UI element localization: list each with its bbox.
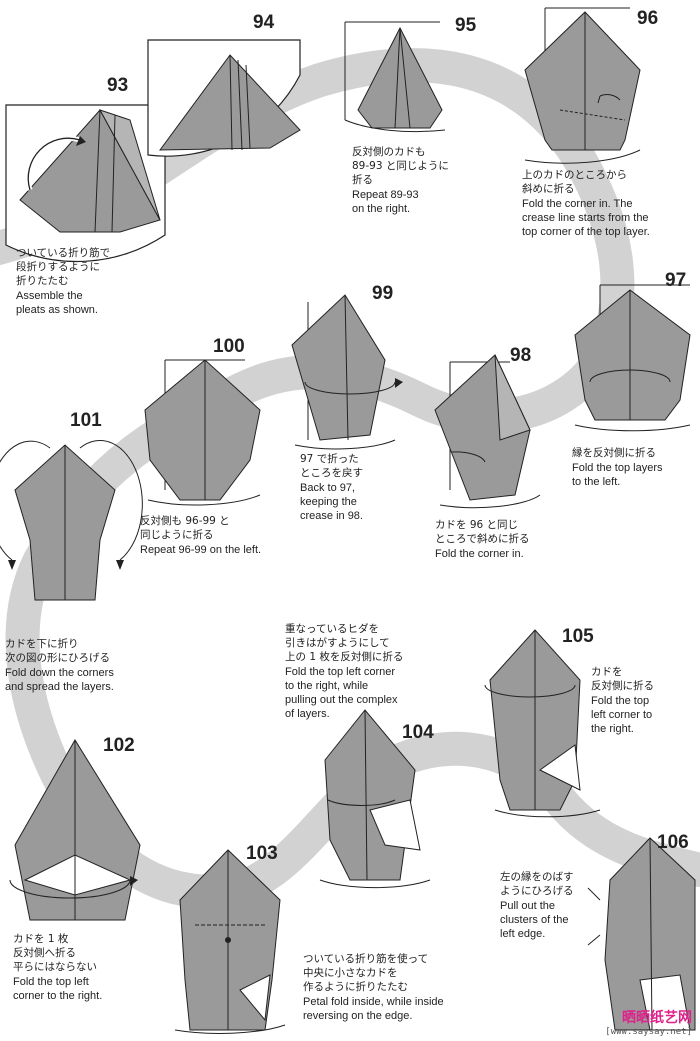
caption-jp: 上のカドのところから 斜めに折る xyxy=(522,168,650,196)
caption-step-103: ついている折り筋を使って 中央に小さなカドを 作るように折りたたむ Petal … xyxy=(303,952,444,1023)
caption-jp: 縁を反対側に折る xyxy=(572,446,663,460)
caption-en: Fold the top left corner to the right. xyxy=(591,694,654,736)
figure-step-102 xyxy=(10,740,140,920)
figure-step-105 xyxy=(485,630,600,817)
watermark-url: [www.saysay.net] xyxy=(605,1027,692,1037)
step-number-105: 105 xyxy=(562,626,594,648)
figure-step-96 xyxy=(525,8,640,163)
caption-en: Fold the top layers to the left. xyxy=(572,461,663,489)
step-number-102: 102 xyxy=(103,735,135,757)
caption-jp: 反対側のカドも 89-93 と同じように 折る xyxy=(352,145,449,187)
caption-step-102: カドを 1 枚 反対側へ折る 平らにはならない Fold the top lef… xyxy=(13,932,102,1003)
figure-step-97 xyxy=(575,285,690,431)
step-number-93: 93 xyxy=(107,75,128,97)
step-number-99: 99 xyxy=(372,283,393,305)
step-number-98: 98 xyxy=(510,345,531,367)
caption-en: Assemble the pleats as shown. xyxy=(16,289,110,317)
step-number-104: 104 xyxy=(402,722,434,744)
caption-jp: カドを 反対側に折る xyxy=(591,665,654,693)
caption-step-98: カドを 96 と同じ ところで斜めに折る Fold the corner in. xyxy=(435,518,530,561)
caption-en: Repeat 89-93 on the right. xyxy=(352,188,449,216)
caption-en: Petal fold inside, while inside reversin… xyxy=(303,995,444,1023)
caption-step-96: 上のカドのところから 斜めに折る Fold the corner in. The… xyxy=(522,168,650,239)
caption-en: Fold the corner in. The crease line star… xyxy=(522,197,650,239)
caption-step-101: カドを下に折り 次の図の形にひろげる Fold down the corners… xyxy=(5,637,114,694)
caption-jp: 反対側も 96-99 と 同じように折る xyxy=(140,514,261,542)
caption-step-99: 97 で折った ところを戻す Back to 97, keeping the c… xyxy=(300,452,363,523)
caption-step-106: 左の縁をのばす ようにひろげる Pull out the clusters of… xyxy=(500,870,574,941)
caption-en: Back to 97, keeping the crease in 98. xyxy=(300,481,363,523)
step-number-106: 106 xyxy=(657,832,689,854)
caption-en: Fold the corner in. xyxy=(435,547,530,561)
step-number-95: 95 xyxy=(455,15,476,37)
step-number-103: 103 xyxy=(246,843,278,865)
step-number-100: 100 xyxy=(213,336,245,358)
watermark: 晒晒纸艺网 [www.saysay.net] xyxy=(605,1007,692,1037)
caption-jp: 重なっているヒダを 引きはがすようにして 上の 1 枚を反対側に折る xyxy=(285,622,403,664)
figure-step-93 xyxy=(6,105,165,262)
caption-en: Fold the top left corner to the right, w… xyxy=(285,665,403,721)
watermark-brand: 晒晒纸艺网 xyxy=(605,1007,692,1027)
step-number-94: 94 xyxy=(253,12,274,34)
caption-step-104: 重なっているヒダを 引きはがすようにして 上の 1 枚を反対側に折る Fold … xyxy=(285,622,403,721)
step-number-101: 101 xyxy=(70,410,102,432)
caption-jp: 左の縁をのばす ようにひろげる xyxy=(500,870,574,898)
caption-jp: 97 で折った ところを戻す xyxy=(300,452,363,480)
figure-step-98 xyxy=(435,355,540,508)
figure-step-94 xyxy=(148,40,300,156)
caption-step-93: ついている折り筋で 段折りするように 折りたたむ Assemble the pl… xyxy=(16,246,110,317)
caption-en: Pull out the clusters of the left edge. xyxy=(500,899,574,941)
caption-jp: カドを 96 と同じ ところで斜めに折る xyxy=(435,518,530,546)
caption-jp: カドを下に折り 次の図の形にひろげる xyxy=(5,637,114,665)
step-number-97: 97 xyxy=(665,270,686,292)
caption-step-97: 縁を反対側に折る Fold the top layers to the left… xyxy=(572,446,663,489)
caption-en: Fold the top left corner to the right. xyxy=(13,975,102,1003)
caption-jp: カドを 1 枚 反対側へ折る 平らにはならない xyxy=(13,932,102,974)
caption-jp: ついている折り筋を使って 中央に小さなカドを 作るように折りたたむ xyxy=(303,952,444,994)
caption-en: Repeat 96-99 on the left. xyxy=(140,543,261,557)
step-number-96: 96 xyxy=(637,8,658,30)
caption-step-105: カドを 反対側に折る Fold the top left corner to t… xyxy=(591,665,654,736)
figure-step-106 xyxy=(588,838,695,1030)
caption-en: Fold down the corners and spread the lay… xyxy=(5,666,114,694)
caption-jp: ついている折り筋で 段折りするように 折りたたむ xyxy=(16,246,110,288)
caption-step-100: 反対側も 96-99 と 同じように折る Repeat 96-99 on the… xyxy=(140,514,261,557)
caption-step-95: 反対側のカドも 89-93 と同じように 折る Repeat 89-93 on … xyxy=(352,145,449,216)
